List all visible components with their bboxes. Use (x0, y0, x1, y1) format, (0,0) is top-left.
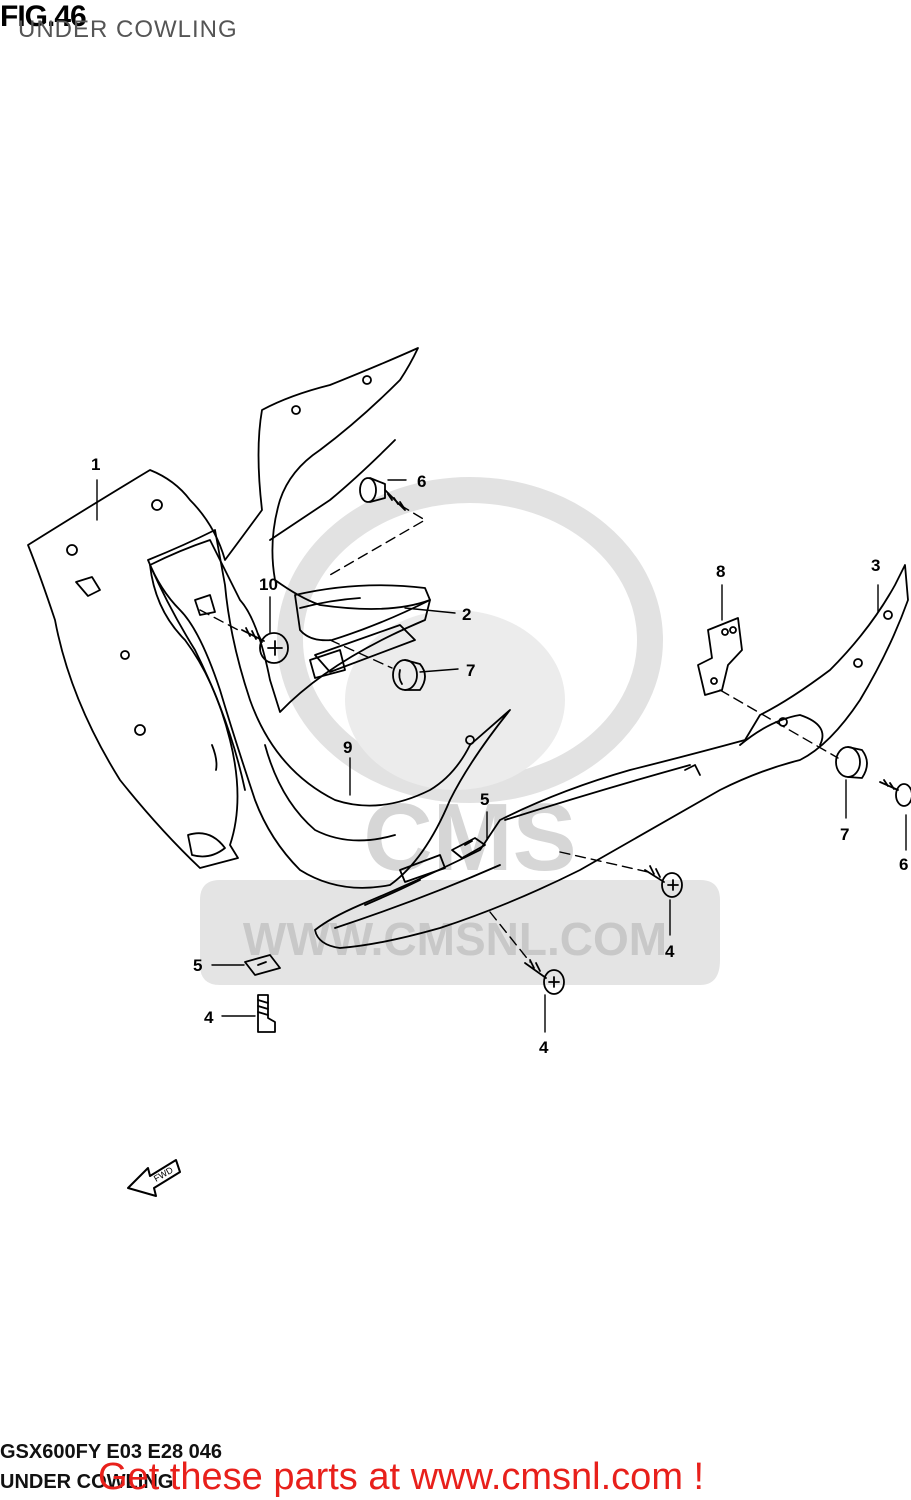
callout-6-b: 6 (899, 855, 908, 874)
part-3-right-cowling (314, 564, 909, 949)
callout-7-a: 7 (466, 661, 475, 680)
part-7-grommet-left (392, 659, 426, 691)
part-1-left-cowling (27, 347, 431, 869)
part-5-clip-upper (451, 837, 486, 859)
callout-4-a: 4 (665, 942, 675, 961)
callout-3: 3 (871, 556, 880, 575)
figure-title: FIG.46 (0, 0, 87, 33)
watermark-url: WWW.CMSNL.COM (243, 913, 667, 965)
callout-10: 10 (259, 575, 278, 594)
watermark: CMS WWW.CMSNL.COM (200, 477, 720, 985)
callout-2: 2 (462, 605, 471, 624)
callout-5-b: 5 (193, 956, 202, 975)
callout-6-a: 6 (417, 472, 426, 491)
callout-leaders (96, 479, 907, 1033)
callout-7-b: 7 (840, 825, 849, 844)
callout-4-b: 4 (539, 1038, 549, 1057)
figure-subtitle: UNDER COWLING (18, 16, 238, 43)
fwd-arrow-icon (127, 1159, 181, 1197)
callout-4-c: 4 (204, 1008, 214, 1027)
part-10-screw (241, 627, 289, 664)
part-8-stay-bracket (697, 617, 743, 696)
callout-8: 8 (716, 562, 725, 581)
part-4-screw-c (257, 994, 276, 1033)
assembly-lines (199, 504, 839, 963)
model-code: GSX600FY E03 E28 046 (0, 1441, 223, 1463)
promo-link[interactable]: Get these parts at www.cmsnl.com ! (98, 1456, 705, 1498)
part-7-grommet-right (835, 746, 868, 779)
callout-labels: 1 2 3 4 4 4 5 5 6 6 7 7 8 9 10 (91, 455, 908, 1057)
callout-9: 9 (343, 738, 352, 757)
part-4-screw-b (524, 959, 565, 995)
callout-1: 1 (91, 455, 100, 474)
model-name: UNDER COWLING (0, 1471, 174, 1493)
callout-5-a: 5 (480, 790, 489, 809)
part-6-screw-right (879, 779, 911, 807)
part-2-bracket (294, 584, 431, 673)
part-9-inner-panel (147, 529, 511, 889)
part-5-clip-lower (244, 954, 281, 976)
